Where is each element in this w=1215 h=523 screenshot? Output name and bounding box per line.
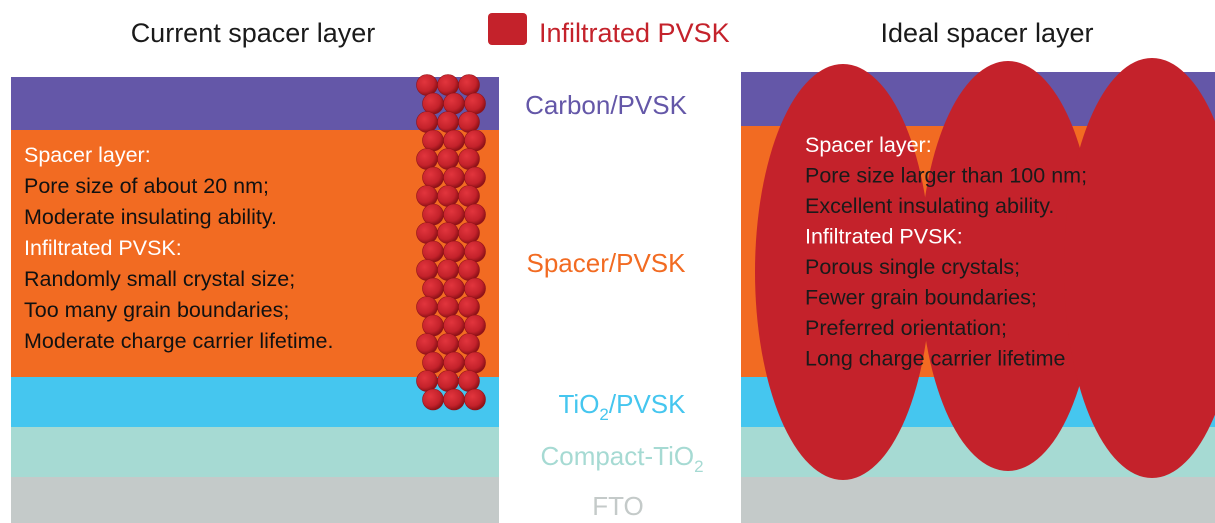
pvsk-crystallite bbox=[422, 92, 444, 115]
pvsk-crystallite bbox=[458, 259, 480, 281]
left-text-line: Spacer layer: bbox=[24, 143, 151, 167]
right-text-line: Porous single crystals; bbox=[805, 255, 1020, 279]
pvsk-crystallite bbox=[443, 240, 465, 263]
pvsk-crystallite bbox=[443, 203, 465, 226]
pvsk-crystallite bbox=[443, 388, 465, 411]
pvsk-crystallite bbox=[443, 166, 465, 189]
pvsk-crystallite bbox=[437, 148, 459, 170]
pvsk-crystallite bbox=[437, 296, 459, 318]
pvsk-crystallite bbox=[416, 296, 438, 318]
pvsk-crystallite bbox=[464, 351, 486, 374]
left-text-line: Moderate charge carrier lifetime. bbox=[24, 329, 333, 353]
right-description: Spacer layer: Pore size larger than 100 n… bbox=[805, 133, 1087, 371]
right-text-line: Excellent insulating ability. bbox=[805, 194, 1054, 218]
left-text-line: Moderate insulating ability. bbox=[24, 205, 277, 229]
pvsk-crystallite bbox=[464, 203, 486, 226]
pvsk-crystallite bbox=[458, 333, 480, 355]
header-current-spacer-layer: Current spacer layer bbox=[131, 18, 376, 48]
pvsk-crystallite bbox=[464, 388, 486, 411]
legend-swatch bbox=[488, 13, 527, 45]
left-text-line: Infiltrated PVSK: bbox=[24, 236, 182, 260]
pvsk-crystallite bbox=[422, 351, 444, 374]
pvsk-crystallite bbox=[416, 148, 438, 170]
pvsk-crystallite bbox=[458, 222, 480, 244]
pvsk-crystallite bbox=[458, 111, 480, 133]
pvsk-crystallite bbox=[437, 259, 459, 281]
legend-label: Infiltrated PVSK bbox=[539, 18, 730, 48]
left-text-line: Too many grain boundaries; bbox=[24, 298, 289, 322]
pvsk-crystallite bbox=[443, 314, 465, 337]
pvsk-crystallite bbox=[416, 370, 438, 392]
pvsk-crystallite bbox=[416, 259, 438, 281]
pvsk-crystallite bbox=[437, 185, 459, 207]
pvsk-crystallite bbox=[443, 129, 465, 152]
pvsk-crystallite bbox=[422, 129, 444, 152]
left-compact-layer bbox=[11, 427, 499, 477]
pvsk-crystallite bbox=[464, 92, 486, 115]
right-stack: Spacer layer: Pore size larger than 100 n… bbox=[741, 58, 1215, 523]
pvsk-single-crystal-3 bbox=[1064, 58, 1215, 478]
pvsk-crystallite bbox=[437, 370, 459, 392]
pvsk-crystallite bbox=[458, 296, 480, 318]
pvsk-crystallite bbox=[422, 166, 444, 189]
pvsk-crystallite bbox=[422, 314, 444, 337]
right-text-line: Infiltrated PVSK: bbox=[805, 225, 963, 249]
pvsk-single-crystal-2 bbox=[920, 61, 1096, 471]
pvsk-crystallite bbox=[437, 333, 459, 355]
pvsk-crystallite bbox=[416, 333, 438, 355]
pvsk-crystallite bbox=[443, 351, 465, 374]
pvsk-crystallite bbox=[416, 185, 438, 207]
pvsk-crystallite bbox=[458, 148, 480, 170]
left-spacer-layer bbox=[11, 130, 499, 377]
label-fto: FTO bbox=[592, 491, 644, 521]
left-text-line: Pore size of about 20 nm; bbox=[24, 174, 269, 198]
left-fto-layer bbox=[11, 477, 499, 523]
infiltrated-pvsk-crystallites bbox=[416, 74, 486, 411]
left-text-line: Randomly small crystal size; bbox=[24, 267, 295, 291]
pvsk-crystallite bbox=[443, 92, 465, 115]
pvsk-crystallite bbox=[422, 388, 444, 411]
pvsk-single-crystal-1 bbox=[755, 64, 931, 480]
pvsk-crystallite bbox=[443, 277, 465, 300]
label-tio2-pvsk: TiO2/PVSK bbox=[559, 389, 687, 424]
left-stack: Spacer layer: Pore size of about 20 nm; Mo… bbox=[11, 74, 499, 523]
pvsk-crystallite bbox=[437, 222, 459, 244]
pvsk-crystallite bbox=[422, 240, 444, 263]
right-text-line: Preferred orientation; bbox=[805, 316, 1007, 340]
pvsk-crystallite bbox=[464, 277, 486, 300]
label-compact-tio2: Compact-TiO2 bbox=[540, 441, 703, 476]
right-text-line: Fewer grain boundaries; bbox=[805, 286, 1037, 310]
pvsk-crystallite bbox=[458, 74, 480, 96]
right-text-line: Spacer layer: bbox=[805, 133, 932, 157]
pvsk-crystallite bbox=[458, 185, 480, 207]
pvsk-crystallite bbox=[416, 111, 438, 133]
left-description: Spacer layer: Pore size of about 20 nm; Mo… bbox=[24, 143, 333, 353]
pvsk-crystallite bbox=[464, 166, 486, 189]
pvsk-crystallite bbox=[437, 111, 459, 133]
right-text-line: Long charge carrier lifetime bbox=[805, 347, 1066, 371]
pvsk-crystallite bbox=[422, 203, 444, 226]
pvsk-crystallite bbox=[458, 370, 480, 392]
label-carbon-pvsk: Carbon/PVSK bbox=[525, 90, 688, 120]
pvsk-crystallite bbox=[437, 74, 459, 96]
label-spacer-pvsk: Spacer/PVSK bbox=[527, 248, 687, 278]
pvsk-crystallite bbox=[464, 314, 486, 337]
pvsk-crystallite bbox=[416, 74, 438, 96]
pvsk-crystallite bbox=[464, 240, 486, 263]
right-fto-layer bbox=[741, 477, 1215, 523]
header-ideal-spacer-layer: Ideal spacer layer bbox=[880, 18, 1093, 48]
pvsk-crystallite bbox=[464, 129, 486, 152]
right-text-line: Pore size larger than 100 nm; bbox=[805, 164, 1087, 188]
pvsk-crystallite bbox=[416, 222, 438, 244]
pvsk-crystallite bbox=[422, 277, 444, 300]
